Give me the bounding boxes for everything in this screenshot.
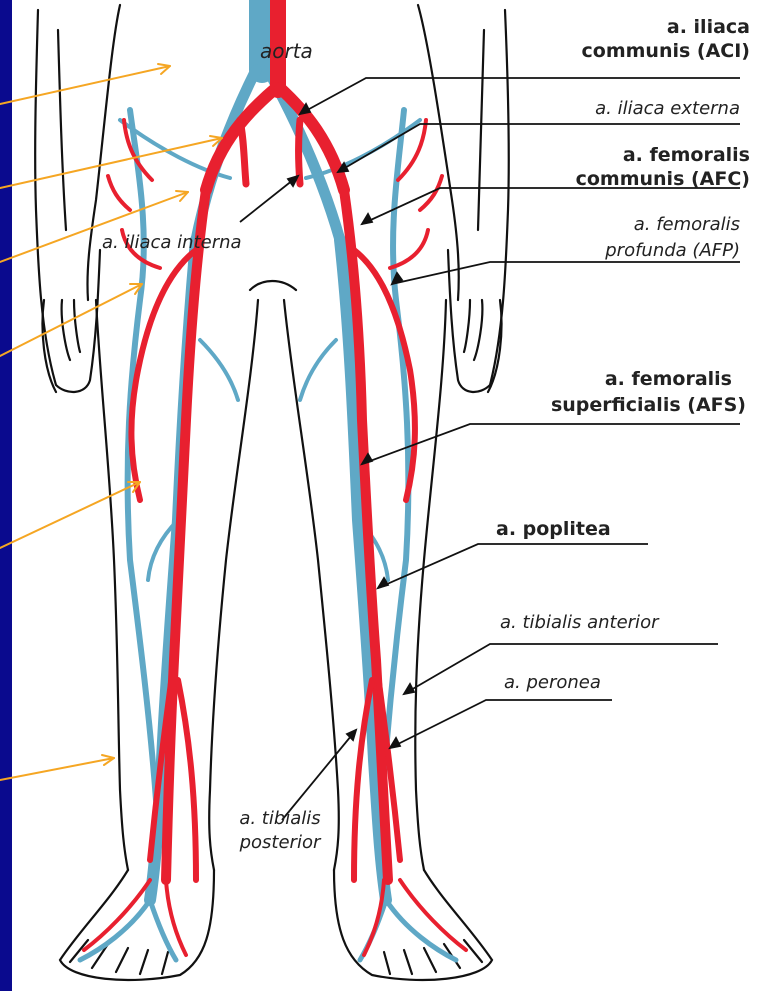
label-iliaca-interna: a. iliaca interna	[102, 232, 242, 254]
label-femoralis-superficialis-line1: a. femoralis	[500, 368, 732, 390]
label-tibialis-posterior-line2: posterior	[210, 832, 350, 854]
label-iliaca-communis-line1: a. iliaca	[540, 16, 750, 38]
label-femoralis-superficialis-line2: superficialis (AFS)	[480, 394, 746, 416]
label-tibialis-posterior-line1: a. tibialis	[210, 808, 350, 830]
label-iliaca-communis-line2: communis (ACI)	[520, 40, 750, 62]
label-femoralis-profunda-line2: profunda (AFP)	[500, 240, 740, 262]
label-iliaca-externa: a. iliaca externa	[520, 98, 740, 120]
label-tibialis-anterior: a. tibialis anterior	[500, 612, 658, 634]
right-internal-iliac	[299, 120, 301, 184]
label-femoralis-communis-line2: communis (AFC)	[500, 168, 750, 190]
label-poplitea: a. poplitea	[496, 518, 611, 540]
label-aorta: aorta	[260, 40, 313, 62]
label-femoralis-profunda-line1: a. femoralis	[520, 214, 740, 236]
label-femoralis-communis-line1: a. femoralis	[520, 144, 750, 166]
label-peronea: a. peronea	[504, 672, 601, 694]
